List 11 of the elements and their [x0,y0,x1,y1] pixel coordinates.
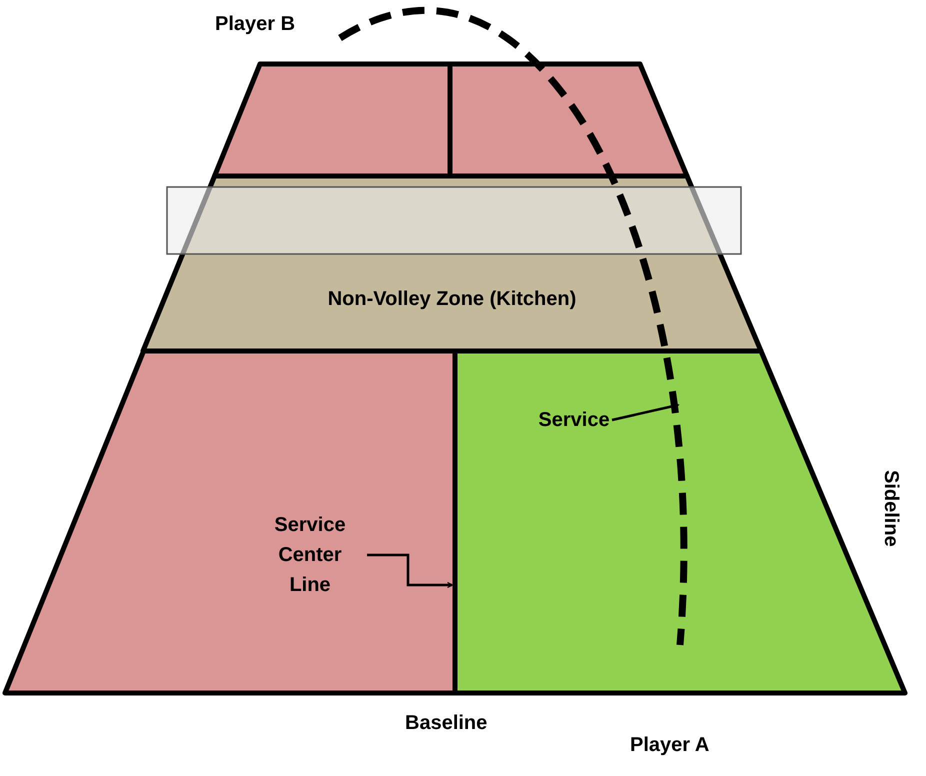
center-line [452,353,458,691]
kitchen-zone [143,176,761,351]
zone-label: Non-Volley Zone (Kitchen) [328,288,576,311]
court-label: Sideline [879,470,902,547]
callout-label: Service [538,405,610,435]
leader-arrow [612,403,679,422]
court-label: Player B [215,13,296,36]
callout-label: Service Center Line [255,510,365,600]
leader-arrow [367,554,453,588]
court-label: Baseline [405,712,488,735]
court-label: Player A [630,734,710,757]
